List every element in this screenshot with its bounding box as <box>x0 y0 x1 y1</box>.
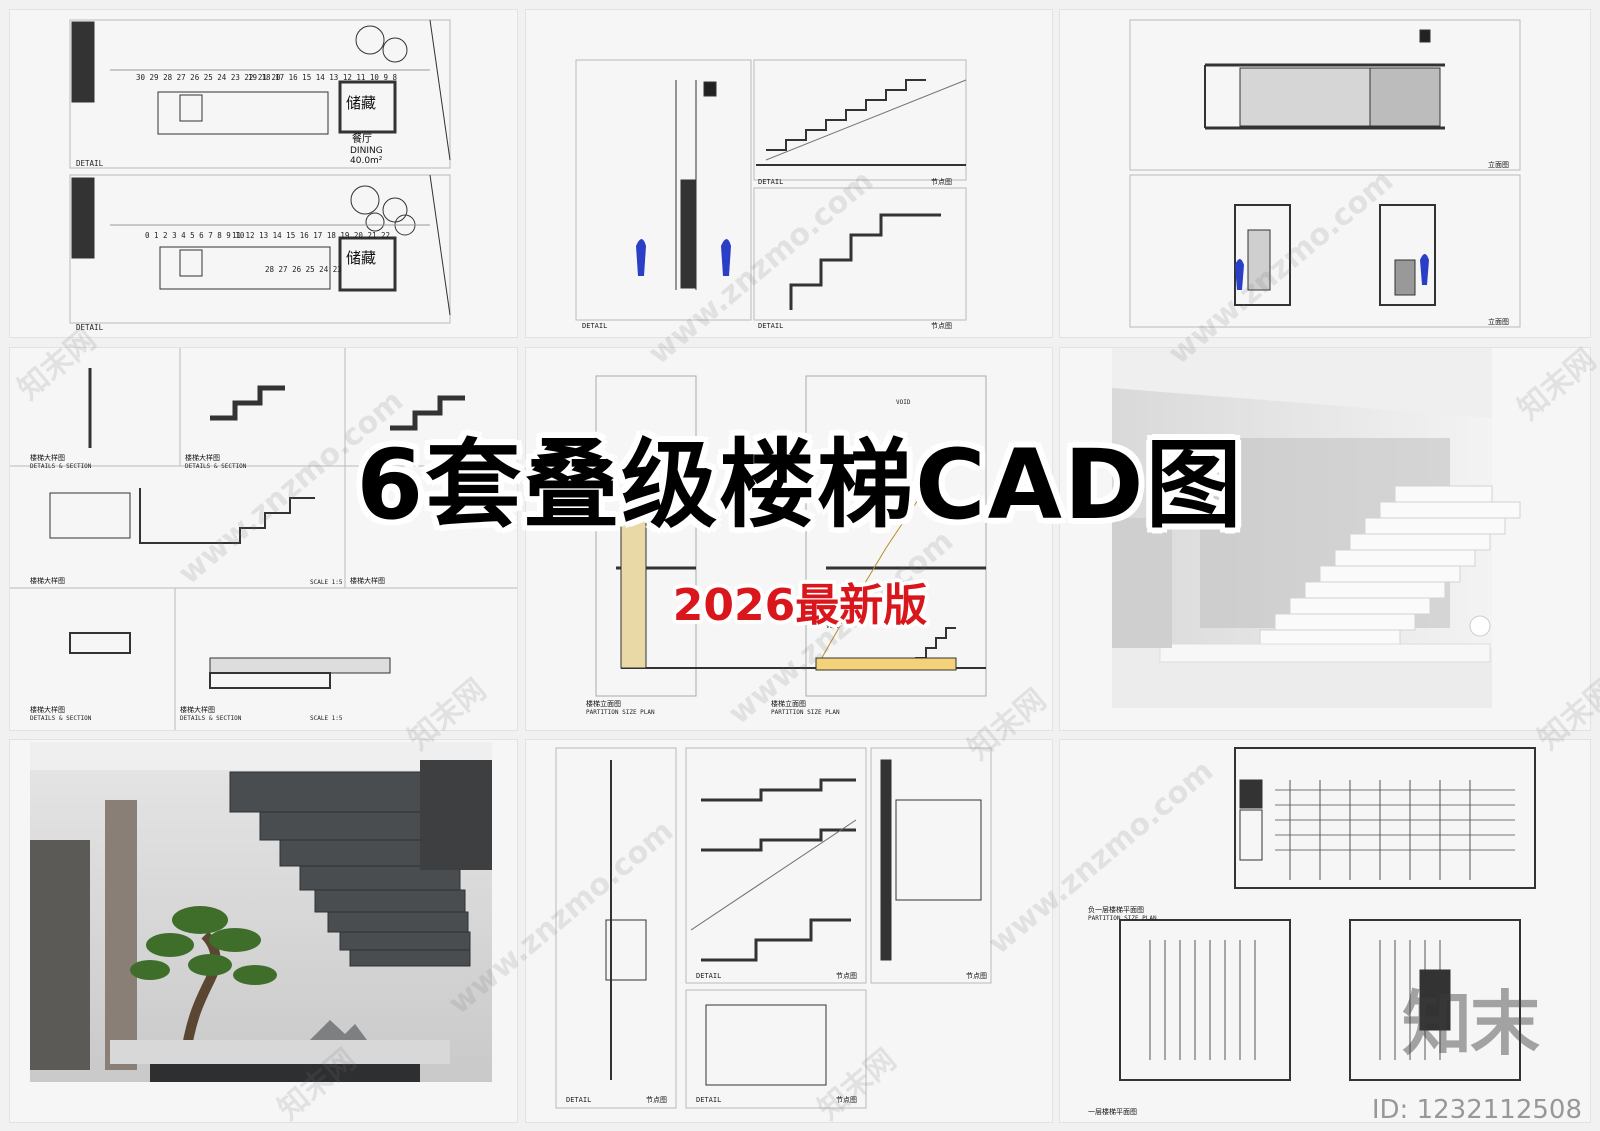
drawing-type-label: 节点图 <box>931 322 952 330</box>
drawing-subtitle: PARTITION SIZE PLAN <box>771 709 840 716</box>
step-numbers: 28 27 26 25 24 23 <box>265 265 342 274</box>
void-label: VOID <box>826 623 841 630</box>
sub-title: 2026最新版 <box>672 580 928 631</box>
detail-tag: DETAIL <box>758 322 783 330</box>
detail-tag: DETAIL <box>696 972 721 980</box>
id-label: ID: 1232112508 <box>1371 1095 1582 1125</box>
detail-title: 楼梯大样图 <box>30 705 65 714</box>
drawing-title: 楼梯立面图 <box>586 699 621 708</box>
dining-en-label: DINING <box>350 146 383 156</box>
stair-elevation-drawing: 立面图 立面图 <box>1060 10 1590 337</box>
drawing-type-label: 立面图 <box>1488 160 1509 169</box>
stair-node-drawing: DETAIL DETAIL DETAIL 节点图 节点图 节点图 节点图 <box>526 740 1052 1122</box>
storage-label: 储藏 <box>346 249 376 267</box>
stair-floor-plan-drawing: 负一层楼梯平面图 一层楼梯平面图 PARTITION SIZE PLAN <box>1060 740 1590 1122</box>
detail-title: 楼梯大样图 <box>30 453 65 462</box>
plan-subtitle: PARTITION SIZE PLAN <box>1088 915 1157 922</box>
stair-plan-drawing: 30 29 28 27 26 25 24 23 22 21 20 19 18 1… <box>10 10 517 337</box>
step-numbers: 11 12 13 14 15 16 17 18 19 20 21 22 <box>232 231 390 240</box>
scale-label: SCALE 1:5 <box>310 715 343 722</box>
brand-logo: 知末 <box>1402 983 1540 1065</box>
stair-partition-drawing: 楼梯立面图 楼梯立面图 PARTITION SIZE PLAN PARTITIO… <box>526 348 1052 730</box>
stair-section-drawing: DETAIL DETAIL DETAIL 节点图 节点图 <box>526 10 1052 337</box>
detail-tag: DETAIL <box>696 1096 721 1104</box>
detail-subtitle: DETAILS & SECTION <box>30 463 92 470</box>
detail-tag: DETAIL <box>582 322 607 330</box>
drawing-type-label: 节点图 <box>836 972 857 980</box>
scale-label: SCALE 1:5 <box>310 579 343 586</box>
detail-title: 楼梯大样图 <box>30 576 65 585</box>
plan-title: 一层楼梯平面图 <box>1088 1107 1137 1116</box>
detail-subtitle: DETAILS & SECTION <box>30 715 92 722</box>
storage-label: 储藏 <box>346 94 376 112</box>
area-label: 40.0m² <box>350 156 383 166</box>
drawing-type-label: 节点图 <box>836 1096 857 1104</box>
detail-subtitle: DETAILS & SECTION <box>180 715 242 722</box>
detail-title: 楼梯大样图 <box>180 705 215 714</box>
drawing-type-label: 节点图 <box>646 1096 667 1104</box>
step-numbers: 0 1 2 3 4 5 6 7 8 9 10 <box>145 231 245 240</box>
drawing-title: 楼梯立面图 <box>771 699 806 708</box>
detail-tag: DETAIL <box>76 159 104 168</box>
white-stair-render <box>1060 348 1590 730</box>
drawing-type-label: 立面图 <box>1488 317 1509 326</box>
stone-stair-bonsai-render <box>10 740 517 1122</box>
void-label: VOID <box>896 399 911 406</box>
detail-tag: DETAIL <box>76 323 104 332</box>
main-title: 6套叠级楼梯CAD图 <box>356 429 1244 541</box>
drawing-type-label: 节点图 <box>966 972 987 980</box>
plan-title: 负一层楼梯平面图 <box>1088 905 1144 914</box>
step-numbers: 19 18 17 16 15 14 13 12 11 10 9 8 <box>248 73 397 82</box>
drawing-type-label: 节点图 <box>931 178 952 186</box>
detail-title: 楼梯大样图 <box>350 576 385 585</box>
detail-title: 楼梯大样图 <box>185 453 220 462</box>
detail-subtitle: DETAILS & SECTION <box>185 463 247 470</box>
stair-detail-drawing: 楼梯大样图 楼梯大样图 楼梯大样图 楼梯大样图 楼梯大样图 楼梯大样图 DETA… <box>10 348 517 730</box>
dining-cn-label: 餐厅 <box>352 132 372 145</box>
detail-tag: DETAIL <box>758 178 783 186</box>
step-numbers: 30 29 28 27 26 25 24 23 22 21 20 <box>136 73 281 82</box>
detail-tag: DETAIL <box>566 1096 591 1104</box>
drawing-subtitle: PARTITION SIZE PLAN <box>586 709 655 716</box>
